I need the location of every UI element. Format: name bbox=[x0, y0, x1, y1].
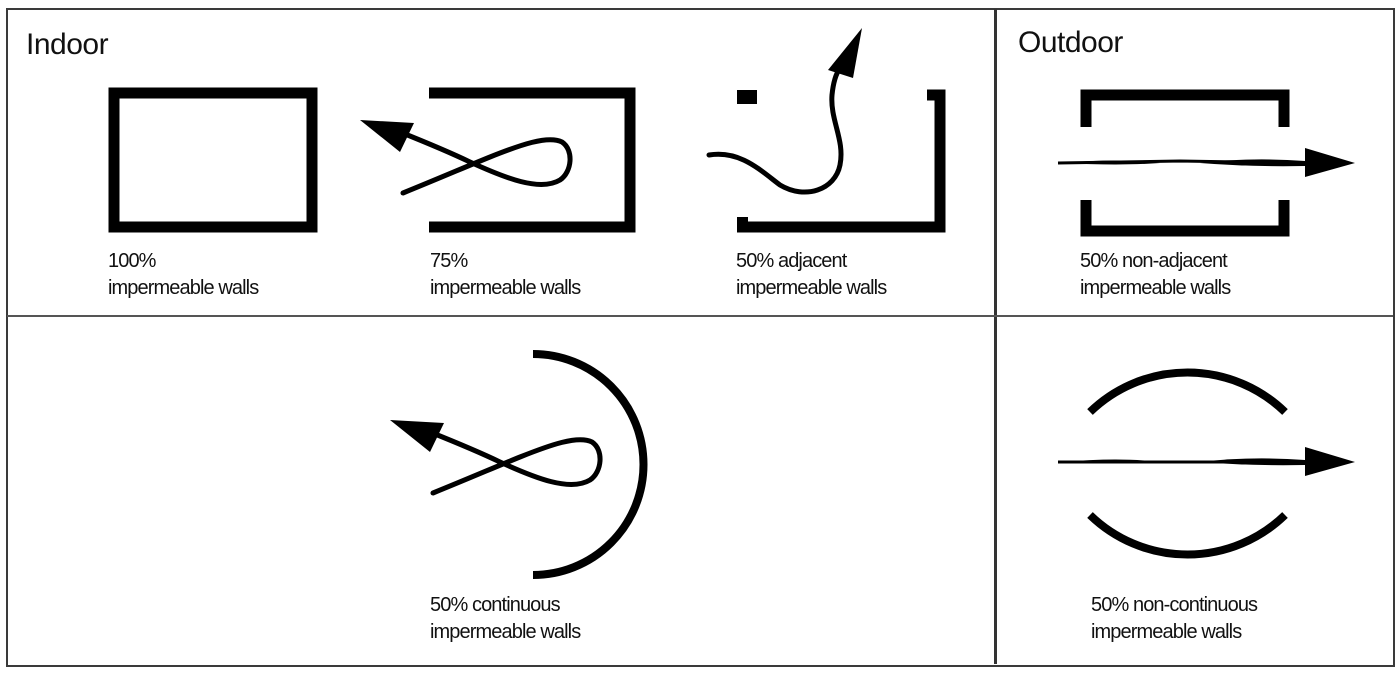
label-line-1: 75% bbox=[430, 250, 468, 272]
label-line-2: impermeable walls bbox=[1091, 621, 1242, 643]
label-50-continuous: 50% continuous impermeable walls bbox=[430, 592, 581, 646]
label-line-1: 100% bbox=[108, 250, 156, 272]
label-50-non-continuous: 50% non-continuous impermeable walls bbox=[1091, 592, 1258, 646]
diagram-frame bbox=[6, 8, 1395, 667]
row-divider bbox=[7, 315, 1393, 317]
label-line-1: 50% non-continuous bbox=[1091, 594, 1258, 616]
pass-through-arrow-icon bbox=[1058, 447, 1355, 476]
half-circle-wall-icon bbox=[532, 350, 648, 579]
three-wall-room-icon bbox=[429, 87, 636, 233]
label-line-1: 50% non-adjacent bbox=[1080, 250, 1228, 272]
looping-arrow-icon bbox=[360, 120, 573, 196]
pass-through-arrow-icon bbox=[1057, 148, 1355, 177]
label-50-adjacent: 50% adjacent impermeable walls bbox=[736, 248, 887, 302]
label-line-2: impermeable walls bbox=[108, 277, 259, 299]
looping-arrow-icon bbox=[390, 420, 603, 496]
two-adjacent-walls-icon bbox=[737, 89, 946, 233]
outdoor-title: Outdoor bbox=[1018, 26, 1123, 59]
label-75-percent: 75% impermeable walls bbox=[430, 248, 581, 302]
label-line-1: 50% adjacent bbox=[736, 250, 847, 272]
label-50-non-adjacent: 50% non-adjacent impermeable walls bbox=[1080, 248, 1231, 302]
label-line-2: impermeable walls bbox=[430, 277, 581, 299]
label-line-2: impermeable walls bbox=[430, 621, 581, 643]
label-line-2: impermeable walls bbox=[736, 277, 887, 299]
escaping-arrow-icon bbox=[706, 28, 862, 195]
indoor-outdoor-divider bbox=[994, 9, 997, 664]
closed-room-icon bbox=[108, 87, 318, 233]
label-line-1: 50% continuous bbox=[430, 594, 561, 616]
indoor-title: Indoor bbox=[26, 28, 109, 61]
label-100-percent: 100% impermeable walls bbox=[108, 248, 259, 302]
two-opposite-walls-icon bbox=[1080, 89, 1290, 237]
two-arc-walls-icon bbox=[1087, 368, 1288, 559]
label-line-2: impermeable walls bbox=[1080, 277, 1231, 299]
